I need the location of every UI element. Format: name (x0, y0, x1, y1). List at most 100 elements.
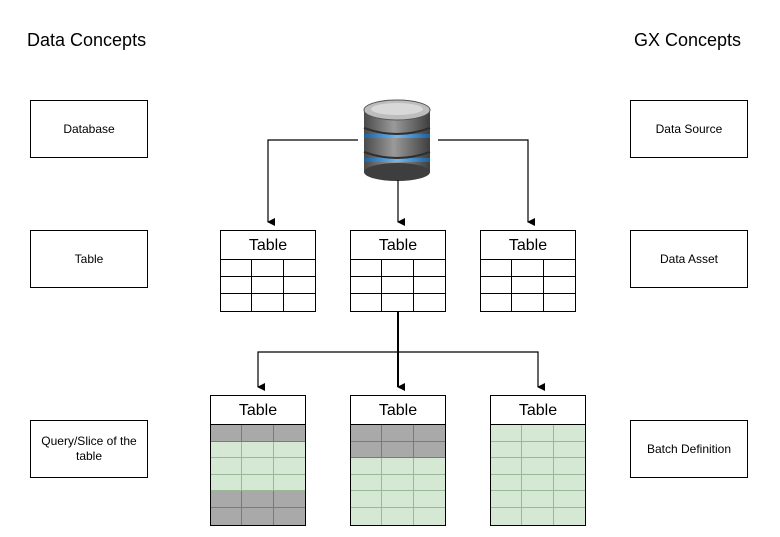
connector-db-to-table-1 (267, 139, 358, 226)
table-cell (351, 277, 383, 294)
selected-row-cell (211, 474, 243, 492)
table-2-grid (351, 260, 445, 311)
table-cell (413, 260, 445, 277)
selected-row-cell (413, 474, 445, 492)
concept-data-source-label: Data Source (655, 121, 723, 136)
excluded-row-cell (273, 425, 305, 442)
concept-table-label: Table (74, 251, 104, 266)
selected-row-cell (242, 458, 274, 475)
selected-row-cell (242, 474, 274, 492)
selected-row-cell (211, 458, 243, 475)
selected-row-cell (351, 507, 383, 525)
selected-row-cell (351, 474, 383, 492)
concept-query-slice-label: Query/Slice of the table (41, 434, 137, 463)
selected-row-cell (273, 441, 305, 459)
concept-batch-definition: Batch Definition (630, 420, 748, 478)
table-cell (543, 277, 575, 294)
selected-row-cell (491, 425, 523, 442)
connector-db-to-table-3 (438, 139, 535, 226)
excluded-row-cell (211, 425, 243, 442)
slice-table-2: Table (350, 395, 446, 526)
selected-row-cell (413, 458, 445, 475)
excluded-row-cell (413, 441, 445, 459)
selected-row-cell (382, 474, 414, 492)
selected-row-cell (522, 441, 554, 459)
selected-row-cell (553, 491, 585, 508)
selected-row-cell (273, 474, 305, 492)
table-3-grid (481, 260, 575, 311)
table-cell (543, 260, 575, 277)
table-cell (351, 294, 383, 311)
selected-row-cell (553, 474, 585, 492)
selected-row-cell (351, 491, 383, 508)
slice-table-1-grid (211, 425, 305, 525)
concept-data-asset-label: Data Asset (659, 251, 719, 266)
selected-row-cell (553, 425, 585, 442)
selected-row-cell (242, 441, 274, 459)
slice-table-1: Table (210, 395, 306, 526)
table-3-title: Table (481, 231, 575, 260)
selected-row-cell (382, 458, 414, 475)
table-cell (221, 260, 253, 277)
table-cell (382, 277, 414, 294)
concept-database-label: Database (63, 121, 115, 136)
selected-row-cell (211, 441, 243, 459)
selected-row-cell (553, 507, 585, 525)
excluded-row-cell (273, 491, 305, 508)
excluded-row-cell (211, 507, 243, 525)
excluded-row-cell (351, 425, 383, 442)
excluded-row-cell (242, 425, 274, 442)
selected-row-cell (522, 425, 554, 442)
excluded-row-cell (413, 425, 445, 442)
excluded-row-cell (382, 441, 414, 459)
table-2: Table (350, 230, 446, 312)
selected-row-cell (413, 491, 445, 508)
selected-row-cell (553, 441, 585, 459)
connector-table-to-slice-1 (257, 310, 399, 391)
concept-database: Database (30, 100, 148, 158)
table-cell (481, 260, 513, 277)
selected-row-cell (413, 507, 445, 525)
table-cell (252, 277, 284, 294)
table-cell (481, 277, 513, 294)
selected-row-cell (553, 458, 585, 475)
table-cell (512, 260, 544, 277)
table-cell (284, 294, 315, 311)
concept-data-asset: Data Asset (630, 230, 748, 288)
table-1: Table (220, 230, 316, 312)
table-cell (413, 277, 445, 294)
concept-table: Table (30, 230, 148, 288)
table-cell (351, 260, 383, 277)
selected-row-cell (522, 474, 554, 492)
slice-table-3: Table (490, 395, 586, 526)
slice-table-3-grid (491, 425, 585, 525)
excluded-row-cell (211, 491, 243, 508)
selected-row-cell (522, 491, 554, 508)
slice-table-1-title: Table (211, 396, 305, 425)
table-2-title: Table (351, 231, 445, 260)
data-concepts-heading: Data Concepts (27, 30, 147, 50)
table-1-title: Table (221, 231, 315, 260)
connector-table-to-slice-3 (398, 351, 545, 391)
selected-row-cell (491, 507, 523, 525)
table-cell (481, 294, 513, 311)
slice-table-3-title: Table (491, 396, 585, 425)
database-icon (363, 99, 431, 181)
table-cell (512, 277, 544, 294)
selected-row-cell (382, 491, 414, 508)
table-cell (283, 277, 315, 294)
table-cell (283, 260, 315, 277)
selected-row-cell (491, 441, 523, 459)
selected-row-cell (491, 458, 523, 475)
table-cell (252, 260, 284, 277)
selected-row-cell (351, 458, 383, 475)
excluded-row-cell (351, 441, 383, 459)
selected-row-cell (382, 507, 414, 525)
gx-concepts-heading: GX Concepts (634, 30, 742, 50)
concept-data-source: Data Source (630, 100, 748, 158)
table-cell (252, 294, 284, 311)
table-cell (382, 294, 414, 311)
excluded-row-cell (242, 491, 274, 508)
table-cell (512, 294, 544, 311)
